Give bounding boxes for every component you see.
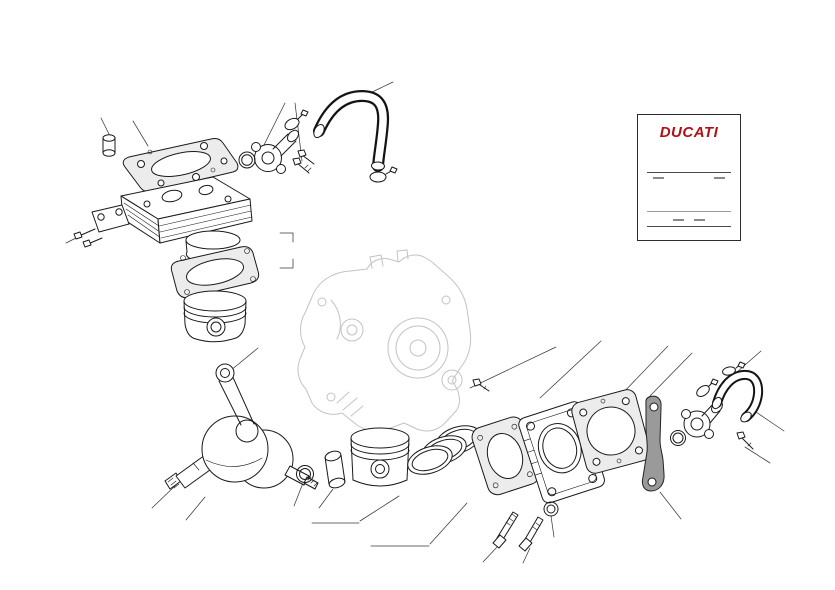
o-ring-top: [238, 151, 256, 169]
o-ring-pin: [296, 465, 314, 483]
leader-lines: [65, 81, 785, 564]
cylinder-base-gasket: [170, 246, 260, 299]
coolant-hose-right: [711, 369, 764, 423]
piston-right: [350, 427, 410, 487]
owners-manual-card: DUCATI: [637, 114, 741, 241]
table-tick: [694, 219, 705, 221]
brand-logo: DUCATI: [659, 124, 719, 141]
crankshaft-assembly: [164, 363, 319, 490]
hose-clamp-top: [284, 109, 309, 131]
crankcase-outline: [297, 249, 472, 432]
gudgeon-pin: [324, 450, 346, 489]
table-tick: [673, 219, 684, 221]
coolant-bracket: [641, 395, 665, 492]
crankcase-stud-bolt: [472, 378, 490, 392]
o-ring-right: [670, 430, 686, 446]
head-gasket-right: [571, 389, 651, 474]
union-screw-right: [736, 431, 754, 450]
union-screws-top: [292, 149, 315, 174]
connecting-rod: [215, 363, 255, 426]
head-side-bracket: [73, 204, 130, 248]
cylinder-head: [120, 176, 253, 264]
manual-table-top-row: [653, 177, 725, 179]
manual-table-bottom-row: [653, 219, 725, 221]
piston-rings: [407, 425, 481, 475]
coolant-hose-top: [313, 89, 390, 172]
cylinder-fixing-screws: [492, 511, 544, 552]
coolant-union-top: [251, 129, 299, 174]
manual-table-line: [647, 211, 731, 212]
hose-clamp-lower: [369, 166, 398, 183]
dowel-pin: [102, 134, 116, 157]
piston-left: [183, 290, 247, 343]
table-tick: [653, 177, 664, 179]
washer: [543, 501, 559, 517]
cylinder-head-gasket: [122, 138, 239, 192]
manual-table: [647, 172, 731, 227]
table-tick: [714, 177, 725, 179]
hose-clamps-right: [696, 361, 746, 397]
